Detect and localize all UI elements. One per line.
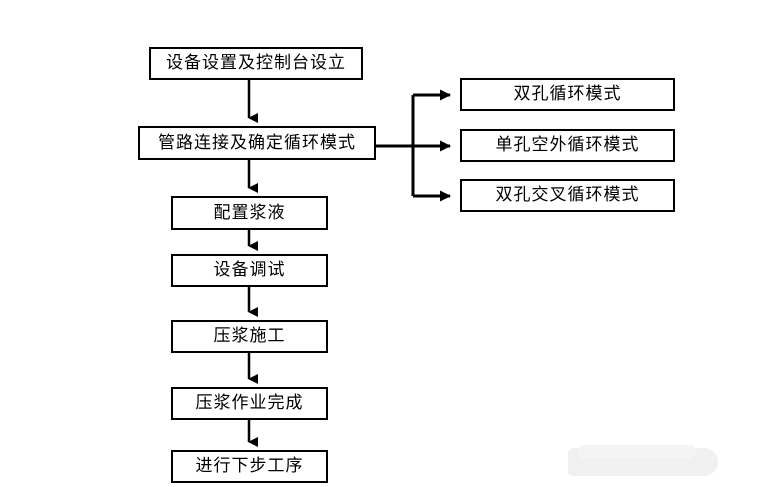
branch-node-dual-hole-cross-circulation[interactable]: 双孔交叉循环模式 bbox=[460, 179, 675, 212]
flow-node-label: 压浆作业完成 bbox=[195, 393, 304, 413]
branch-node-dual-hole-circulation[interactable]: 双孔循环模式 bbox=[460, 78, 675, 111]
flow-node-label: 配置浆液 bbox=[213, 202, 286, 223]
branch-node-label: 单孔空外循环模式 bbox=[495, 135, 640, 155]
flow-node-label: 压浆施工 bbox=[213, 326, 286, 346]
flow-node-grouting-construction[interactable]: 压浆施工 bbox=[171, 320, 328, 353]
flow-node-label: 管路连接及确定循环模式 bbox=[158, 132, 356, 153]
flow-node-label: 进行下步工序 bbox=[195, 456, 304, 476]
flow-node-setup[interactable]: 设备设置及控制台设立 bbox=[149, 47, 363, 80]
flow-node-pipe-connection[interactable]: 管路连接及确定循环模式 bbox=[138, 126, 376, 160]
flow-node-label: 设备设置及控制台设立 bbox=[166, 53, 346, 73]
branch-node-single-hole-external-circulation[interactable]: 单孔空外循环模式 bbox=[460, 129, 675, 162]
branch-node-label: 双孔交叉循环模式 bbox=[495, 185, 640, 205]
watermark-blob-secondary bbox=[578, 445, 696, 459]
branch-connectors bbox=[376, 89, 451, 202]
flow-node-label: 设备调试 bbox=[213, 260, 286, 280]
flow-node-prepare-slurry[interactable]: 配置浆液 bbox=[171, 196, 328, 230]
branch-node-label: 双孔循环模式 bbox=[513, 84, 622, 104]
flow-node-next-process[interactable]: 进行下步工序 bbox=[171, 450, 328, 483]
flow-node-equipment-debug[interactable]: 设备调试 bbox=[171, 254, 328, 287]
flow-node-grouting-complete[interactable]: 压浆作业完成 bbox=[171, 387, 328, 420]
